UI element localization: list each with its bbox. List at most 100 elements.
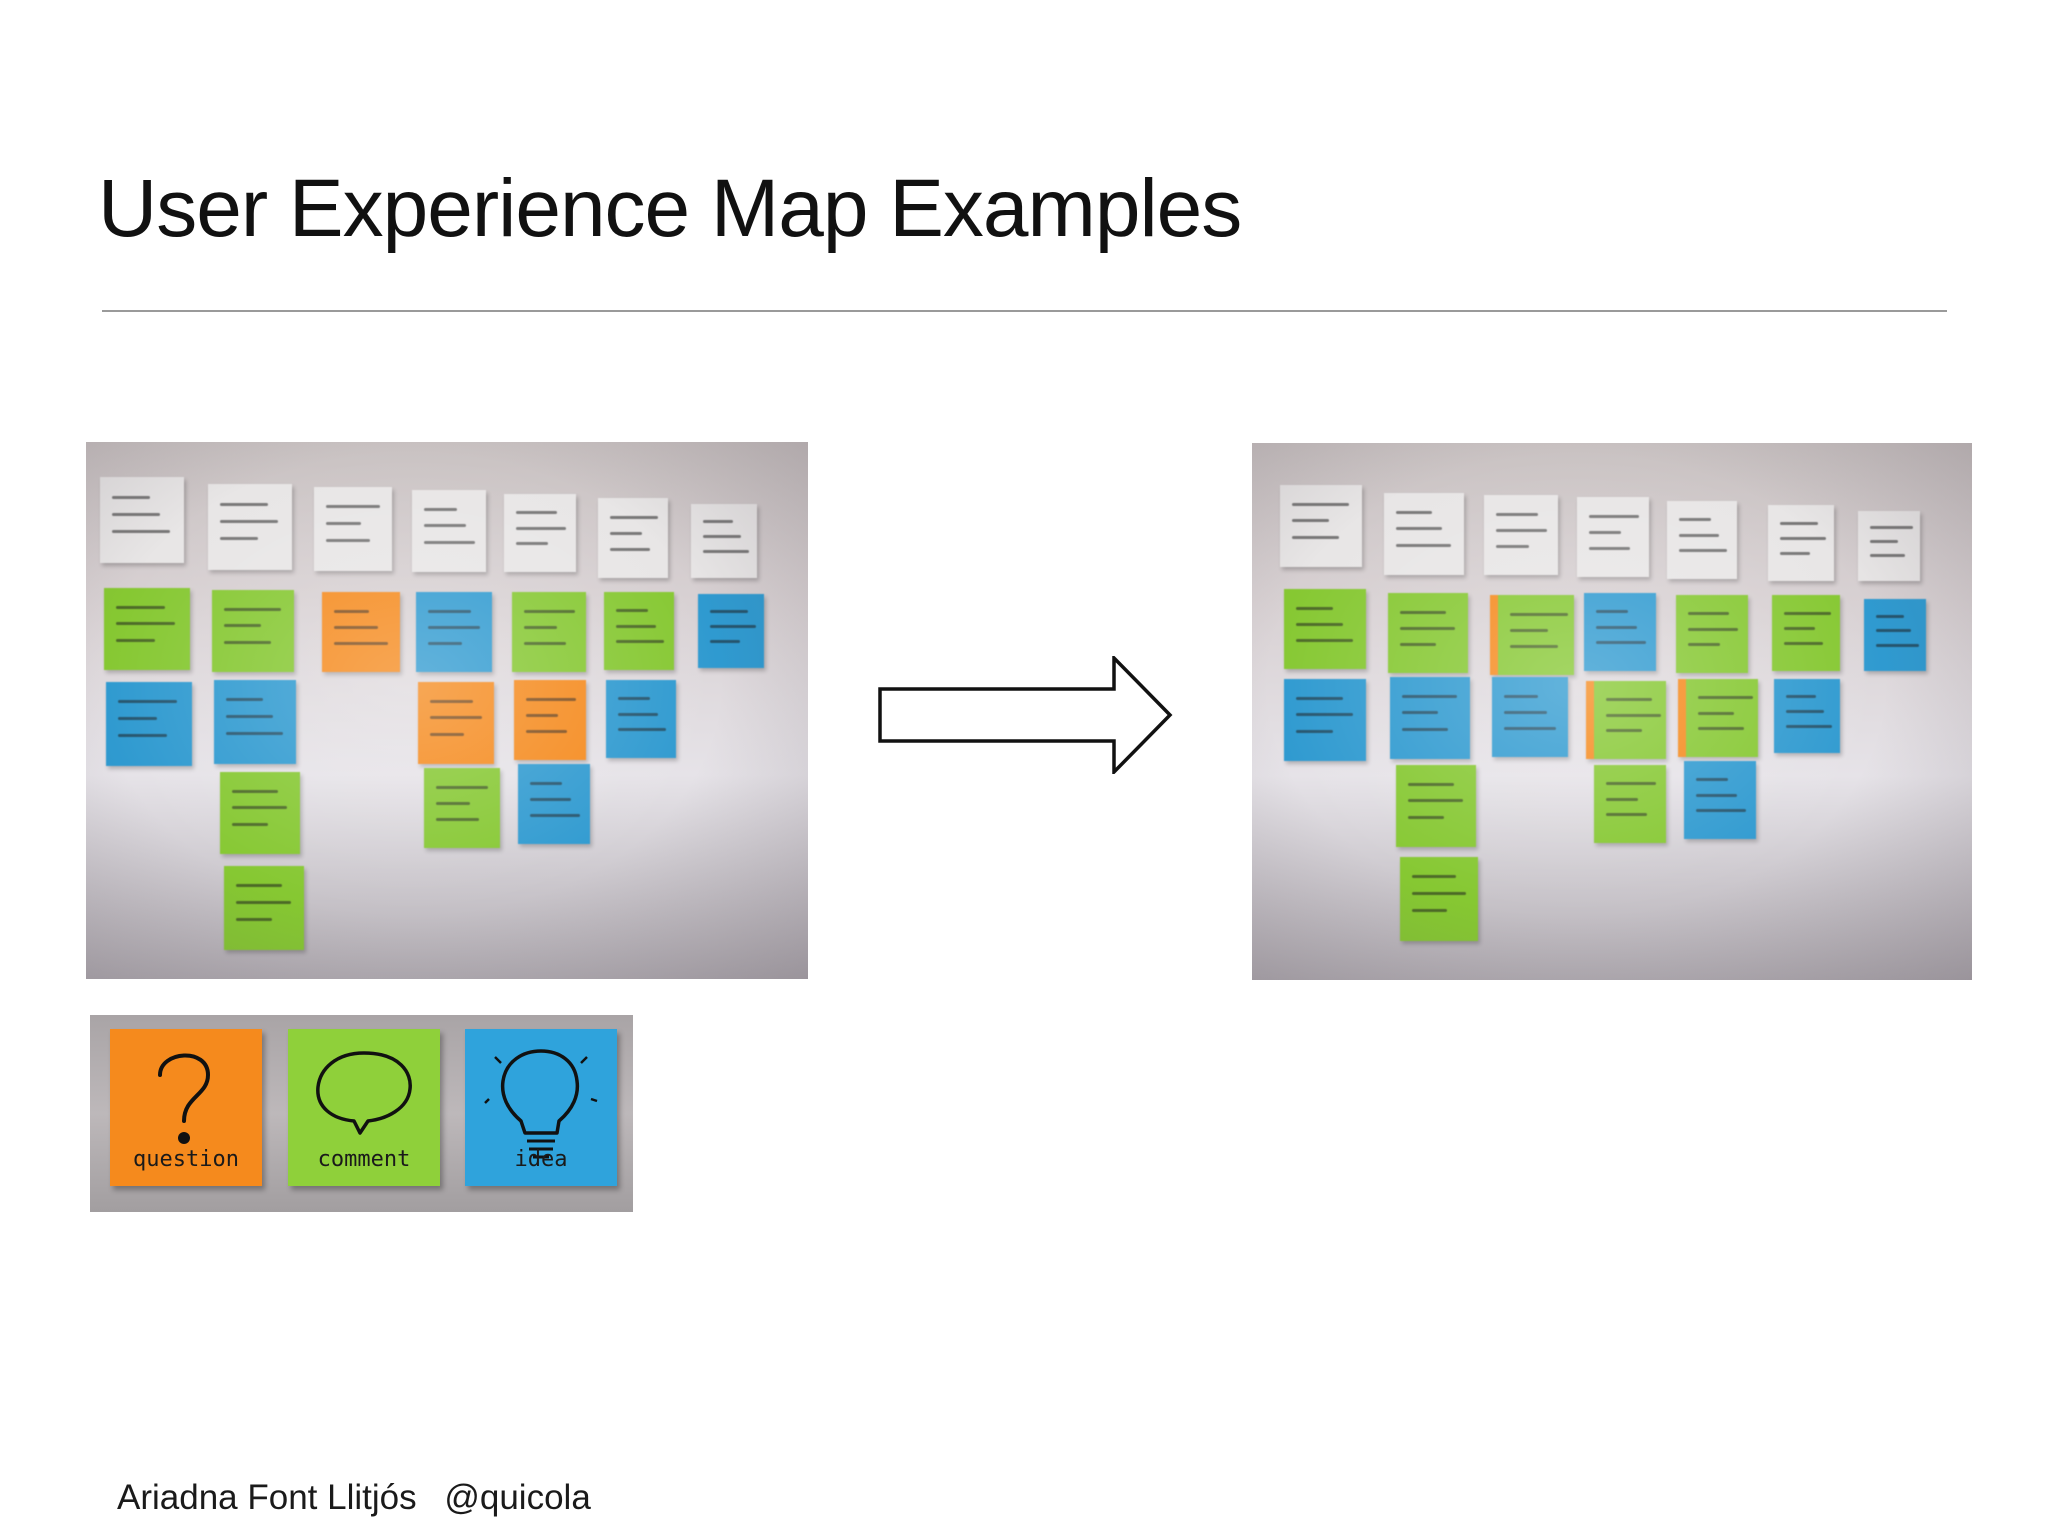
handwriting-scribble xyxy=(1688,627,1738,631)
sticky-note xyxy=(104,588,190,670)
handwriting-scribble xyxy=(1786,695,1816,699)
handwriting-scribble xyxy=(610,531,642,535)
handwriting-scribble xyxy=(220,502,268,506)
handwriting-scribble xyxy=(1504,710,1548,714)
sticky-note xyxy=(1768,505,1834,581)
legend-label: idea xyxy=(514,1147,568,1172)
handwriting-scribble xyxy=(1876,643,1919,647)
sticky-note xyxy=(1684,761,1756,839)
handwriting-scribble xyxy=(428,641,463,645)
handwriting-scribble xyxy=(1870,526,1913,530)
handwriting-scribble xyxy=(1606,813,1648,817)
sticky-note xyxy=(518,764,590,844)
handwriting-scribble xyxy=(1496,528,1548,532)
sticky-note xyxy=(1577,497,1649,577)
handwriting-scribble xyxy=(1696,793,1738,797)
sticky-note xyxy=(1484,495,1558,575)
handwriting-scribble xyxy=(1296,622,1343,626)
handwriting-scribble xyxy=(226,715,273,719)
handwriting-scribble xyxy=(1412,909,1448,913)
handwriting-scribble xyxy=(1606,713,1662,717)
handwriting-scribble xyxy=(526,713,559,717)
sticky-note xyxy=(416,592,492,672)
handwriting-scribble xyxy=(424,524,467,528)
handwriting-scribble xyxy=(703,549,749,553)
handwriting-scribble xyxy=(436,817,480,821)
handwriting-scribble xyxy=(530,797,572,801)
sticky-note xyxy=(604,592,674,670)
handwriting-scribble xyxy=(1679,518,1711,522)
sticky-note xyxy=(1400,857,1478,941)
handwriting-scribble xyxy=(524,641,567,645)
sticky-note xyxy=(424,768,500,848)
handwriting-scribble xyxy=(1688,643,1721,647)
handwriting-scribble xyxy=(1870,554,1906,558)
sticky-note xyxy=(1586,681,1666,759)
sticky-note xyxy=(1772,595,1840,671)
handwriting-scribble xyxy=(430,732,465,736)
handwriting-scribble xyxy=(232,822,268,826)
handwriting-scribble xyxy=(118,734,168,738)
lightbulb-icon xyxy=(484,1049,598,1159)
experience-map-photo-before xyxy=(86,442,808,979)
handwriting-scribble xyxy=(524,625,558,629)
handwriting-scribble xyxy=(530,781,563,785)
handwriting-scribble xyxy=(112,513,160,517)
handwriting-scribble xyxy=(1870,540,1898,544)
handwriting-scribble xyxy=(236,918,272,922)
handwriting-scribble xyxy=(334,641,388,645)
sticky-note xyxy=(1864,599,1926,671)
handwriting-scribble xyxy=(1784,642,1823,646)
handwriting-scribble xyxy=(112,530,170,534)
footer-author: Ariadna Font Llitjós xyxy=(117,1478,417,1517)
sticky-note xyxy=(598,498,668,578)
footer-handle: @quicola xyxy=(444,1478,591,1517)
handwriting-scribble xyxy=(1496,544,1530,548)
sticky-note xyxy=(214,680,296,764)
sticky-note xyxy=(698,594,764,668)
handwriting-scribble xyxy=(436,801,471,805)
handwriting-scribble xyxy=(236,884,282,888)
handwriting-scribble xyxy=(616,624,656,628)
handwriting-scribble xyxy=(224,640,271,644)
sticky-note xyxy=(418,682,494,764)
handwriting-scribble xyxy=(1780,521,1818,525)
handwriting-scribble xyxy=(1784,626,1815,630)
handwriting-scribble xyxy=(118,717,157,721)
handwriting-scribble xyxy=(436,785,489,789)
handwriting-scribble xyxy=(1606,729,1642,733)
handwriting-scribble xyxy=(703,535,741,539)
handwriting-scribble xyxy=(710,639,740,643)
handwriting-scribble xyxy=(1688,612,1730,616)
handwriting-scribble xyxy=(1784,611,1831,615)
handwriting-scribble xyxy=(1589,514,1639,518)
sticky-note xyxy=(514,680,586,760)
handwriting-scribble xyxy=(1396,511,1432,515)
handwriting-scribble xyxy=(1402,711,1438,715)
handwriting-scribble xyxy=(326,522,362,526)
handwriting-scribble xyxy=(1292,503,1349,507)
sticky-note xyxy=(224,866,304,950)
handwriting-scribble xyxy=(1402,695,1458,699)
legend-label: comment xyxy=(317,1147,411,1172)
handwriting-scribble xyxy=(1408,815,1444,819)
title-divider xyxy=(102,310,1947,312)
handwriting-scribble xyxy=(226,732,283,736)
legend-card-idea: idea xyxy=(465,1029,617,1186)
handwriting-scribble xyxy=(516,511,558,515)
sticky-note xyxy=(1667,501,1737,579)
handwriting-scribble xyxy=(224,608,281,612)
handwriting-scribble xyxy=(1696,809,1746,813)
handwriting-scribble xyxy=(616,609,648,613)
handwriting-scribble xyxy=(1396,527,1442,531)
handwriting-scribble xyxy=(610,515,659,519)
handwriting-scribble xyxy=(424,508,458,512)
sticky-note xyxy=(1284,589,1366,669)
handwriting-scribble xyxy=(232,806,288,810)
sticky-note xyxy=(1388,593,1468,673)
handwriting-scribble xyxy=(516,526,566,530)
handwriting-scribble xyxy=(1786,724,1832,728)
handwriting-scribble xyxy=(1589,530,1622,534)
handwriting-scribble xyxy=(1504,694,1539,698)
legend-label: question xyxy=(133,1147,239,1172)
